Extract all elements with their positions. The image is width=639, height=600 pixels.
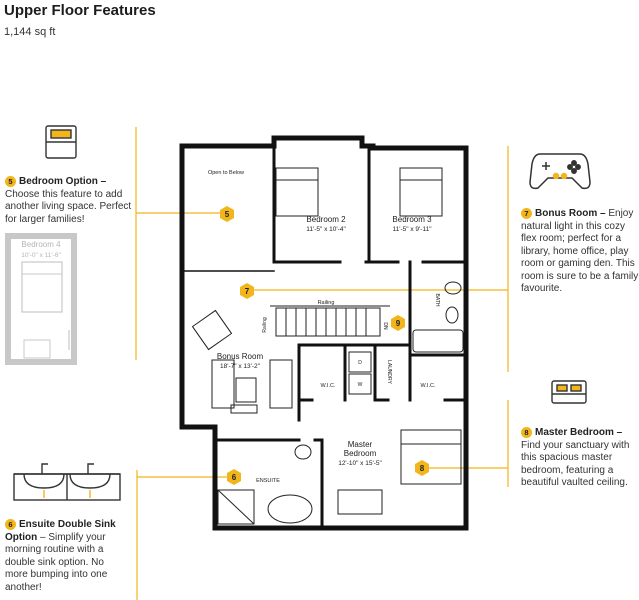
feature-title: Bonus Room – — [535, 208, 606, 220]
marker-9: 9 — [391, 315, 405, 331]
bedroom-2-label: Bedroom 2 — [306, 215, 346, 224]
svg-text:5: 5 — [225, 210, 230, 219]
svg-text:6: 6 — [232, 473, 237, 482]
master-size: 12'-10" x 15'-5" — [338, 460, 382, 467]
feature-description: Enjoy natural light in this cozy flex ro… — [521, 208, 639, 295]
marker-7: 7 — [240, 283, 254, 299]
railing-label: Railing — [318, 300, 335, 306]
wic-left-label: W.I.C. — [321, 383, 336, 389]
feature-description: Choose this feature to add another livin… — [5, 188, 132, 225]
double-sink-icon — [13, 463, 121, 501]
wic-right-label: W.I.C. — [421, 383, 436, 389]
marker-5: 5 — [220, 206, 234, 222]
callout-lines — [135, 127, 509, 600]
bedroom-4-size: 10'-0" x 11'-6" — [21, 252, 61, 259]
svg-text:9: 9 — [396, 319, 401, 328]
svg-text:8: 8 — [420, 464, 425, 473]
bed-icon — [551, 380, 587, 404]
bedroom-3-label: Bedroom 3 — [392, 215, 432, 224]
bedroom-3-size: 11'-5" x 9'-11" — [392, 226, 432, 233]
feature-number-badge: 7 — [521, 208, 532, 219]
bonus-room-label: Bonus Room — [217, 352, 264, 361]
feature-title: Master Bedroom – — [535, 427, 623, 439]
bedroom-4-option — [5, 233, 77, 365]
bed-icon — [45, 125, 77, 159]
washer-label: W — [358, 382, 363, 388]
master-label-line1: Master — [348, 440, 373, 449]
svg-text:7: 7 — [245, 287, 250, 296]
feature-number-badge: 5 — [5, 176, 16, 187]
page-title: Upper Floor Features — [4, 2, 156, 19]
master-label-line2: Bedroom — [344, 449, 377, 458]
feature-title: Bedroom Option – — [19, 176, 107, 188]
feature-description: Find your sanctuary with this spacious m… — [521, 439, 630, 489]
feature-number-badge: 6 — [5, 519, 16, 530]
bonus-room-size: 18'-7" x 13'-2" — [220, 363, 261, 370]
stairs-down-label: DN — [382, 322, 388, 330]
gamepad-icon — [529, 153, 591, 190]
open-to-below-label: Open to Below — [208, 170, 244, 176]
railing-label-vertical: Railing — [262, 317, 268, 333]
bedroom-4-label: Bedroom 4 — [21, 240, 61, 249]
plan-fixtures — [191, 167, 464, 525]
feature-description: – Simplify your morning routine with a d… — [5, 531, 108, 593]
dryer-label: D — [358, 360, 362, 366]
plan-walls — [179, 135, 469, 531]
marker-6: 6 — [227, 469, 241, 485]
floor-area: 1,144 sq ft — [4, 26, 56, 38]
feature-number-badge: 8 — [521, 427, 532, 438]
feature-title: Ensuite Double Sink Option — [5, 519, 116, 543]
ensuite-label: ENSUITE — [256, 478, 280, 484]
bath-label: BATH — [434, 294, 440, 307]
marker-8: 8 — [415, 460, 429, 476]
bedroom-2-size: 11'-5" x 10'-4" — [306, 226, 346, 233]
laundry-label: LAUNDRY — [386, 360, 392, 384]
